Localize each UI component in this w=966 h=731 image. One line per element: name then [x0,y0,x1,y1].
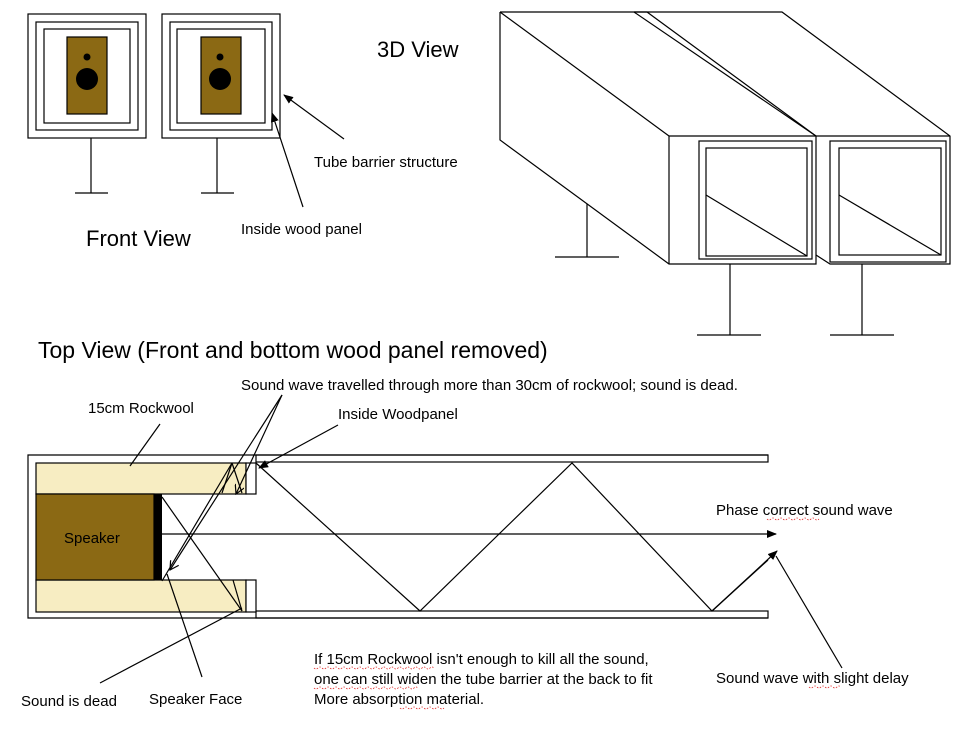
front-view-heading: Front View [86,226,191,251]
inside-woodpanel-label: Inside Woodpanel [338,406,458,423]
speaker-label: Speaker [64,530,120,547]
woofer-icon [209,68,231,90]
note-line-2: one can still widen the tube barrier at … [314,671,653,688]
speaker-face-pointer [166,573,203,678]
speaker-face [154,494,162,580]
tube-barrier-arrow [283,94,345,140]
speaker-face-label: Speaker Face [149,691,242,708]
inside-wood-panel-label: Inside wood panel [241,221,362,238]
phase-correct-label: Phase correct sound wave [716,502,893,519]
rockwool-pointer [129,423,161,467]
3d-view-heading: 3D View [377,37,459,62]
woofer-icon [76,68,98,90]
front-view-left-speaker [27,13,147,194]
note-line-1: If 15cm Rockwool isn't enough to kill al… [314,651,649,668]
slight-delay-pointer [775,555,843,669]
sound-is-dead-label: Sound is dead [21,693,117,710]
rockwool-label: 15cm Rockwool [88,400,194,417]
note-line-3: More absorption material. [314,691,484,708]
sound-dead-pointer [99,607,243,684]
3d-left-tube [499,11,817,336]
sound-travelled-pointer-2 [170,394,283,570]
inside-woodpanel-bottom [245,579,257,613]
sound-travelled-pointer-1 [236,394,283,494]
tweeter-icon [83,53,91,61]
top-view-heading: Top View (Front and bottom wood panel re… [38,337,548,363]
top-view-assembly [27,454,778,619]
inside-woodpanel-top [245,462,257,495]
inside-wood-panel-arrow [271,112,304,208]
sound-travelled-label: Sound wave travelled through more than 3… [241,377,738,394]
rockwool-top [35,462,247,495]
front-view-right-speaker [161,13,281,194]
inside-woodpanel-pointer [258,424,339,469]
tweeter-icon [216,53,224,61]
rockwool-bottom [35,579,247,613]
3d-right-tube [633,11,951,336]
tube-barrier-label: Tube barrier structure [314,154,458,171]
slight-delay-label: Sound wave with slight delay [716,670,909,687]
speaker-box [35,493,155,581]
